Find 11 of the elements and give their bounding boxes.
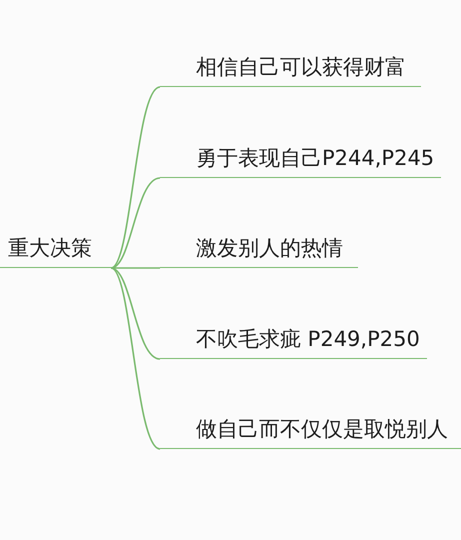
branch-line [110, 267, 160, 450]
branch-topic: 做自己而不仅仅是取悦别人 [160, 413, 461, 449]
branch-line [110, 267, 160, 360]
branch-line [110, 86, 160, 269]
branch-topic: 不吹毛求疵 P249,P250 [160, 323, 427, 359]
branch-topic: 相信自己可以获得财富 [160, 51, 421, 87]
central-topic: 重大决策 [0, 232, 111, 268]
branch-topic: 激发别人的热情 [160, 232, 358, 268]
branch-line [111, 267, 160, 269]
branch-line [110, 177, 160, 269]
branch-topic: 勇于表现自己P244,P245 [160, 142, 441, 178]
